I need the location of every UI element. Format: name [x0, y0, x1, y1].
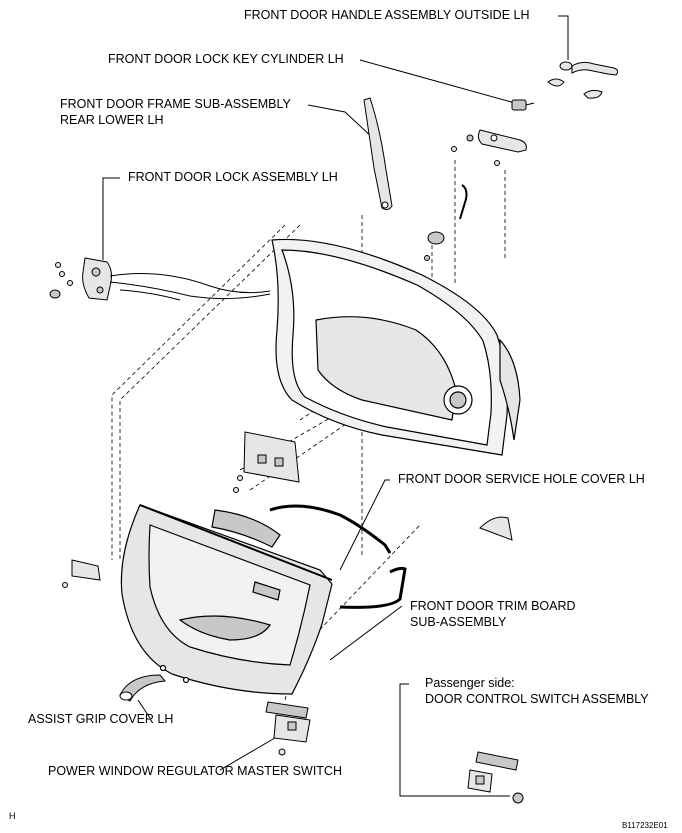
- handle-frame: [451, 129, 527, 166]
- passenger-door-control-switch: [467, 751, 524, 804]
- trim-bracket: [233, 431, 300, 493]
- mirror-corner-cover: [479, 516, 513, 541]
- leader-passenger-side: [399, 683, 510, 797]
- label-frame-sub-assembly-line1: FRONT DOOR FRAME SUB-ASSEMBLY: [60, 97, 291, 111]
- leader-lock-assembly: [102, 177, 120, 260]
- leader-power-window: [219, 734, 281, 771]
- label-door-handle-outside: FRONT DOOR HANDLE ASSEMBLY OUTSIDE LH: [244, 8, 530, 22]
- assist-grip-cover: [119, 674, 167, 702]
- door-handle-outside: [547, 61, 619, 99]
- door-lock-assembly: [49, 257, 112, 301]
- leader-handle-outside: [558, 15, 569, 60]
- label-door-control-switch: DOOR CONTROL SWITCH ASSEMBLY: [425, 692, 649, 706]
- leader-lines: [102, 15, 569, 797]
- label-passenger-side: Passenger side:: [425, 676, 515, 690]
- trim-board-top-strip: [139, 504, 333, 581]
- lock-cables: [109, 273, 271, 301]
- label-lock-key-cylinder: FRONT DOOR LOCK KEY CYLINDER LH: [108, 52, 344, 66]
- label-trim-board-line1: FRONT DOOR TRIM BOARD: [410, 599, 576, 613]
- leader-service-hole-cover: [339, 479, 390, 571]
- door-lower-part: [424, 231, 445, 261]
- corner-letter: H: [9, 811, 16, 821]
- frame-sub-assembly: [363, 97, 393, 211]
- lock-rod: [459, 184, 468, 220]
- label-frame-sub-assembly-line2: REAR LOWER LH: [60, 113, 164, 127]
- label-door-lock-assembly: FRONT DOOR LOCK ASSEMBLY LH: [128, 170, 338, 184]
- label-power-window-master-switch: POWER WINDOW REGULATOR MASTER SWITCH: [48, 764, 342, 778]
- label-assist-grip-cover: ASSIST GRIP COVER LH: [28, 712, 174, 726]
- trim-side-bracket: [62, 559, 101, 588]
- figure-code: B117232E01: [622, 821, 668, 830]
- lock-key-cylinder: [511, 99, 535, 111]
- service-hole-cover-edge: [269, 504, 392, 554]
- service-hole-cover-edge-lower: [339, 566, 407, 609]
- leader-assist-grip: [137, 699, 151, 719]
- door-trim-board: [120, 504, 333, 695]
- leader-trim-board: [329, 605, 403, 661]
- leader-frame-sub: [307, 104, 374, 139]
- door-panel: [271, 238, 521, 456]
- label-trim-board-line2: SUB-ASSEMBLY: [410, 615, 507, 629]
- label-service-hole-cover: FRONT DOOR SERVICE HOLE COVER LH: [398, 472, 645, 486]
- power-window-master-switch: [265, 701, 311, 756]
- leader-lock-key-cylinder: [359, 59, 516, 104]
